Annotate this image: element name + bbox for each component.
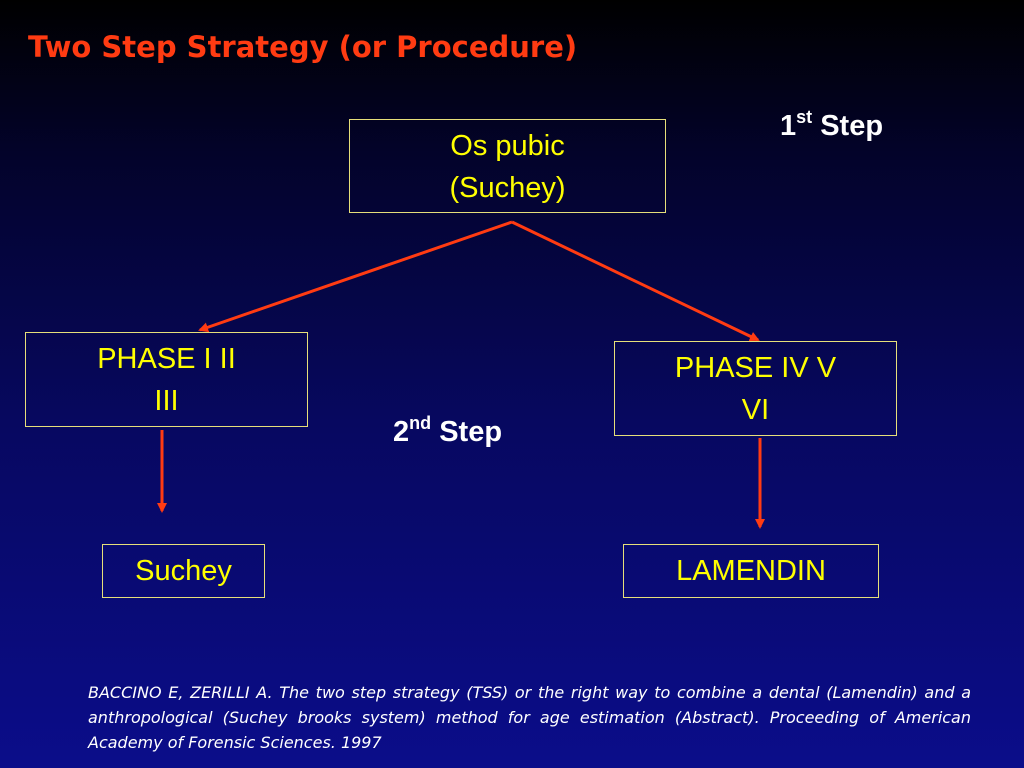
node-lamendin: LAMENDIN (623, 544, 879, 598)
citation-text: BACCINO E, ZERILLI A. The two step strat… (88, 683, 971, 752)
node-os-pubic: Os pubic (Suchey) (349, 119, 666, 213)
node-suchey: Suchey (102, 544, 265, 598)
first-step-text: Step (820, 110, 884, 142)
first-step-number: 1 (780, 110, 797, 142)
node-phase-4-6: PHASE IV V VI (614, 341, 897, 436)
slide-title: Two Step Strategy (or Procedure) (28, 30, 578, 64)
first-step-label: 1st Step (780, 107, 884, 143)
node-phase-1-3: PHASE I II III (25, 332, 308, 427)
second-step-label: 2nd Step (393, 413, 503, 449)
second-step-number: 2 (393, 416, 410, 448)
arrow-to-phase-4-6 (511, 220, 760, 342)
second-step-suffix: nd (409, 413, 432, 433)
first-step-suffix: st (796, 107, 813, 127)
second-step-text: Step (439, 416, 503, 448)
arrow-to-phase-1-3 (198, 220, 513, 333)
